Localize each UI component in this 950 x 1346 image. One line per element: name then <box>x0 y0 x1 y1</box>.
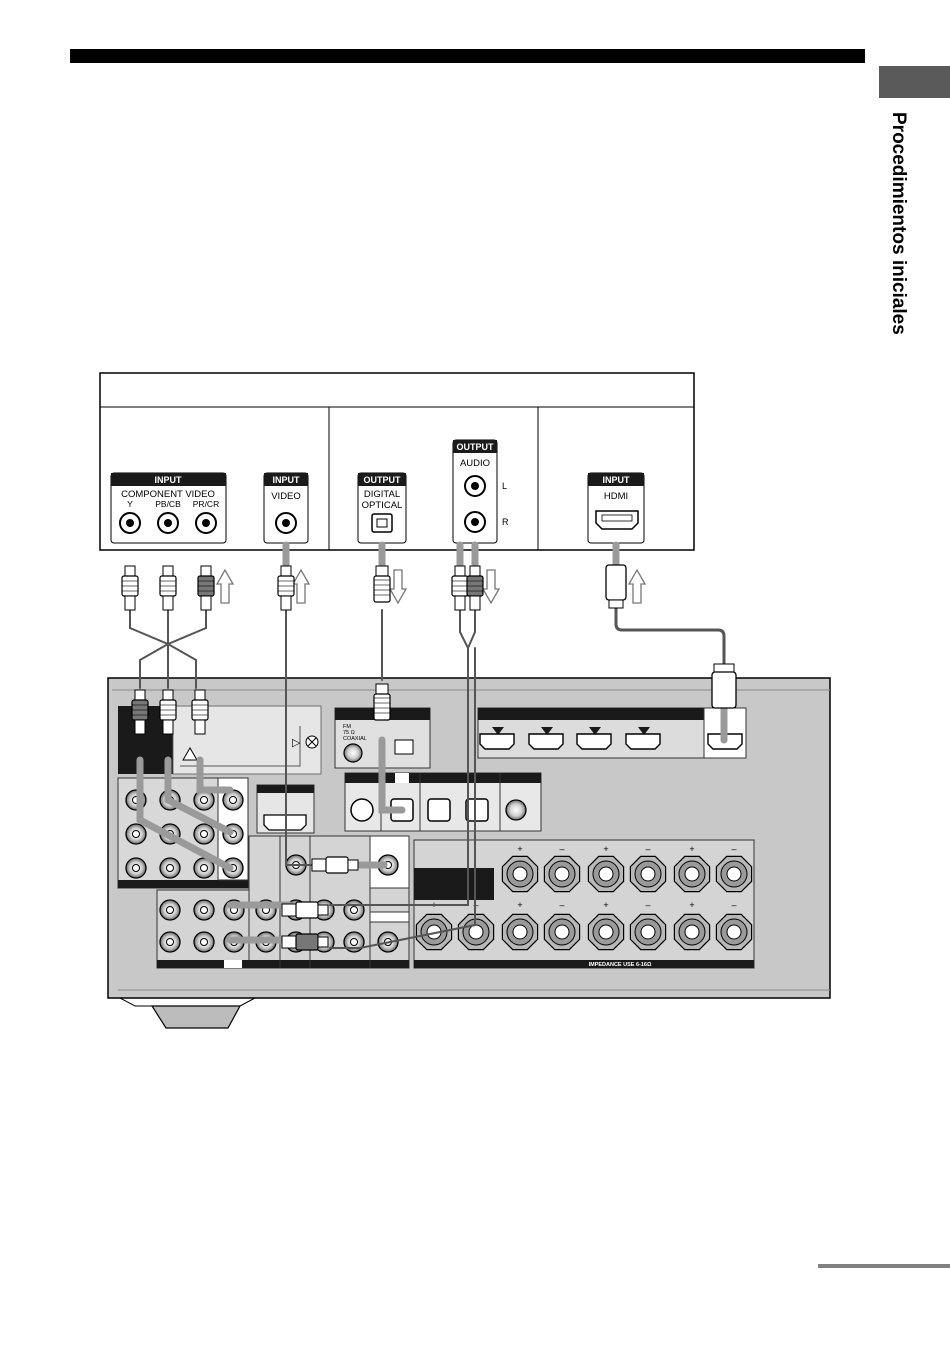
component-pr-label: PR/CR <box>193 499 219 509</box>
component-video-input: INPUT COMPONENT VIDEO Y PB/CB PR/CR <box>111 473 226 543</box>
svg-text:+: + <box>517 900 522 910</box>
optical-in-port[interactable] <box>466 799 488 821</box>
rca-jack[interactable] <box>126 824 146 844</box>
hdmi-in-port[interactable] <box>577 734 611 749</box>
hdmi-in-port[interactable] <box>480 734 514 749</box>
speaker-post[interactable] <box>716 914 751 949</box>
svg-text:–: – <box>559 844 564 854</box>
rca-plug-icon <box>198 566 214 610</box>
speaker-post[interactable] <box>630 856 665 891</box>
receiver-hdmi-row <box>478 708 746 758</box>
receiver-foot <box>152 1006 240 1028</box>
rca-plug-icon <box>122 566 138 610</box>
audio-output-header: OUTPUT <box>457 442 495 452</box>
receiver-digital-inputs <box>345 773 541 831</box>
speaker-post[interactable] <box>674 856 709 891</box>
rca-plug-icon <box>160 566 176 610</box>
arrow-up-icon <box>293 570 309 603</box>
rca-jack[interactable] <box>344 900 364 920</box>
rca-jack[interactable] <box>126 858 146 878</box>
optical-in-port[interactable] <box>428 799 450 821</box>
speaker-post[interactable] <box>416 914 451 949</box>
arrow-up-icon <box>629 570 645 603</box>
rca-jack[interactable] <box>194 900 214 920</box>
speaker-post[interactable] <box>588 914 623 949</box>
speaker-post[interactable] <box>502 914 537 949</box>
impedance-note: IMPEDANCE USE 6-16Ω <box>589 962 652 968</box>
optical-output: OUTPUT DIGITAL OPTICAL <box>358 473 406 543</box>
hdmi-plug-icon <box>606 565 626 608</box>
speaker-post[interactable] <box>674 914 709 949</box>
optical-output-header: OUTPUT <box>364 475 402 485</box>
svg-text:+: + <box>603 900 608 910</box>
speaker-post[interactable] <box>630 914 665 949</box>
svg-text:–: – <box>645 900 650 910</box>
rca-jack[interactable] <box>160 932 180 952</box>
audio-output-label: AUDIO <box>460 458 490 469</box>
arrow-down-icon <box>483 570 499 603</box>
rca-jack[interactable] <box>194 932 214 952</box>
fm-coax-jack[interactable] <box>344 744 362 762</box>
svg-text:+: + <box>689 900 694 910</box>
hdmi-in-port[interactable] <box>529 734 563 749</box>
coaxial-in-jack[interactable] <box>506 800 526 820</box>
svg-text:–: – <box>731 844 736 854</box>
speaker-post[interactable] <box>544 914 579 949</box>
arrow-down-icon <box>390 570 406 603</box>
rca-jack[interactable] <box>160 858 180 878</box>
svg-text:+: + <box>517 844 522 854</box>
optical-output-port[interactable] <box>372 514 392 532</box>
video-input-header: INPUT <box>273 475 301 485</box>
svg-text:–: – <box>731 900 736 910</box>
rca-plug-icon <box>278 566 294 610</box>
hdmi-in-port[interactable] <box>626 734 660 749</box>
video-input: INPUT VIDEO <box>264 473 308 543</box>
speaker-post[interactable] <box>502 856 537 891</box>
hdmi-input: INPUT HDMI <box>588 473 644 543</box>
hdmi-input-header: INPUT <box>603 475 631 485</box>
optical-plug-icon <box>374 566 390 602</box>
rca-plug-icon <box>467 566 483 610</box>
speaker-post[interactable] <box>588 856 623 891</box>
component-pb-label: PB/CB <box>155 499 181 509</box>
rca-jack[interactable] <box>160 900 180 920</box>
rca-plug-icon <box>452 566 468 610</box>
fm-coax-label: COAXIAL <box>343 736 367 742</box>
svg-text:+: + <box>689 844 694 854</box>
hdmi-input-label: HDMI <box>604 491 628 502</box>
speaker-post[interactable] <box>716 856 751 891</box>
video-input-label: VIDEO <box>271 491 301 502</box>
audio-l-label: L <box>502 481 507 491</box>
rca-jack[interactable] <box>194 824 214 844</box>
play-icon: ▷ <box>292 737 301 749</box>
component-y-label: Y <box>127 499 133 509</box>
din-port[interactable] <box>351 799 373 821</box>
optical-plug-icon <box>374 684 390 720</box>
hdmi-plug-icon <box>712 664 736 708</box>
arrow-up-icon <box>217 570 233 603</box>
svg-text:+: + <box>603 844 608 854</box>
optical-line1: DIGITAL <box>364 489 400 500</box>
audio-r-label: R <box>502 517 509 527</box>
svg-text:–: – <box>559 900 564 910</box>
speaker-post[interactable] <box>544 856 579 891</box>
component-input-header: INPUT <box>155 475 183 485</box>
svg-text:–: – <box>645 844 650 854</box>
optical-line2: OPTICAL <box>362 500 403 511</box>
